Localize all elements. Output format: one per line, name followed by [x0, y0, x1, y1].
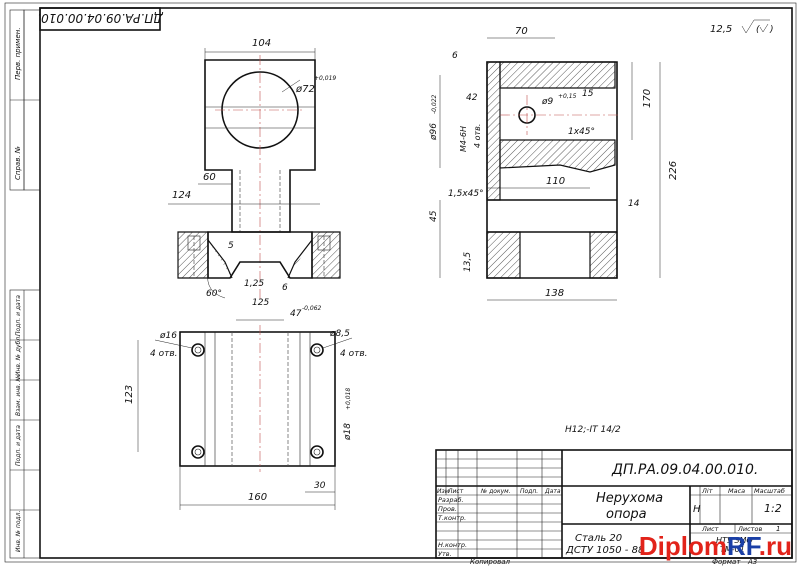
- plan-dim-d8-5: ø8,5: [329, 329, 350, 339]
- col-header-2: № докум.: [480, 488, 511, 495]
- sec-dim-170: 170: [642, 89, 653, 108]
- dim-47: 47: [290, 309, 302, 319]
- svg-text:(: (: [756, 25, 760, 35]
- sec-dim-13-5: 13,5: [463, 252, 473, 272]
- sheets-value: 1: [776, 525, 780, 533]
- role-2: Т.контр.: [438, 514, 466, 522]
- dim-bore: ø72: [295, 84, 315, 95]
- scale-header: Масштаб: [754, 487, 785, 495]
- col-header-3: Подп.: [520, 488, 538, 495]
- sec-dim-chamfer-1: 1х45°: [568, 127, 595, 137]
- sec-dim-d96-tol: -0,022: [431, 94, 438, 114]
- mass-header: Маса: [728, 487, 745, 495]
- org-group: ТМ-01: [720, 545, 745, 554]
- sheet-label: Лист: [701, 525, 719, 533]
- col-header-4: Дата: [544, 488, 561, 495]
- plan-view: ø16 4 отв. ø8,5 4 отв. 123 ø18 +0,018 16…: [124, 325, 368, 510]
- org-name: НТУ ЗМО: [716, 536, 753, 545]
- sec-dim-110: 110: [546, 176, 565, 187]
- format-value: А3: [747, 558, 757, 566]
- brand-part2: RF: [726, 531, 759, 561]
- dim-60: 60: [203, 172, 216, 183]
- outer-frame: [4, 2, 797, 563]
- inner-frame: [39, 7, 793, 559]
- sec-dim-hole-tol: +0,15: [558, 93, 577, 100]
- col-header-1: Лист: [447, 488, 464, 495]
- dim-angle-60: 60°: [206, 289, 222, 299]
- plan-dim-d18: ø18: [343, 423, 353, 441]
- col-header-0: Изм: [437, 488, 450, 495]
- plan-dim-123: 123: [124, 385, 135, 404]
- dim-5: 5: [228, 241, 234, 251]
- lit-value: Н: [693, 504, 701, 515]
- roughness-check-small-icon: [759, 23, 769, 33]
- sec-dim-138: 138: [545, 288, 564, 299]
- diplomrf-logo: DiplomRF.ru: [639, 531, 792, 562]
- sec-dim-45: 45: [429, 210, 439, 222]
- side-label-1: Справ. №: [14, 146, 22, 180]
- sec-dim-hole: ø9: [541, 97, 554, 107]
- plan-dim-30: 30: [314, 481, 326, 491]
- title-block: ДП.РА.09.04.00.010. Изм Лист № докум. По…: [435, 449, 793, 559]
- plan-dim-d16: ø16: [159, 331, 177, 341]
- dim-124: 124: [172, 190, 191, 201]
- title-code: ДП.РА.09.04.00.010.: [611, 462, 758, 478]
- sec-dim-42: 42: [466, 93, 478, 103]
- side-label-5: Подп. и дата: [15, 425, 22, 466]
- plan-dim-4-holes: 4 отв.: [150, 349, 178, 359]
- lit-header: Літ: [701, 487, 713, 495]
- dim-6: 6: [282, 283, 288, 293]
- tolerance-note: H12;-IT 14/2: [565, 425, 621, 435]
- role-1: Пров.: [438, 505, 457, 513]
- sec-dim-15: 15: [582, 89, 594, 99]
- part-name-line1: Нерухома: [596, 491, 663, 506]
- sec-dim-6: 6: [452, 51, 458, 61]
- svg-text:): ): [769, 25, 774, 35]
- side-label-0: Перв. примен.: [14, 27, 22, 80]
- dim-1-25: 1,25: [244, 279, 264, 289]
- role-3: Н.контр.: [438, 541, 467, 549]
- roughness-check-icon: [741, 19, 770, 34]
- plan-dim-d18-tol: +0,018: [345, 388, 352, 410]
- brand-part3: .ru: [758, 531, 792, 561]
- dim-125: 125: [252, 298, 269, 308]
- side-label-2: Подп. и дата: [15, 295, 22, 336]
- sec-dim-4-holes: 4 отв.: [473, 124, 482, 148]
- sec-dim-chamfer-2: 1,5х45°: [448, 189, 484, 199]
- sec-dim-d96: ø96: [429, 123, 439, 141]
- sheets-label: Листов: [737, 525, 762, 533]
- section-view: 70 6 42 ø9 +0,15 15 170 226 ø96 -0,022 М…: [429, 26, 679, 301]
- dim-top-width: 104: [252, 38, 271, 49]
- copied-label: Копировал: [470, 558, 511, 566]
- dim-bore-tol: +0,019: [314, 75, 336, 82]
- scale-value: 1:2: [764, 502, 782, 515]
- material-line2: ДСТУ 1050 - 88: [565, 545, 644, 556]
- front-view: 104 ø72 +0,019 60 124 5 60° 1,25 6 125 4…: [168, 38, 341, 321]
- roughness-sign: 12,5 ( ): [710, 19, 774, 35]
- sec-dim-226: 226: [668, 161, 679, 180]
- side-label-3: Инв. № дубл.: [15, 335, 22, 376]
- sec-dim-m4: М4-6Н: [459, 126, 468, 152]
- roughness-value: 12,5: [710, 24, 732, 35]
- part-name-line2: опора: [606, 507, 647, 522]
- material-line1: Сталь 20: [575, 533, 622, 544]
- side-label-4: Взам. инв. №: [15, 375, 22, 416]
- brand-part1: Diplom: [638, 531, 727, 561]
- role-0: Разраб.: [438, 496, 464, 504]
- stamp-code: ДП.РА.09.04.00.010.: [37, 11, 163, 25]
- dim-47-tol: -0,062: [302, 305, 322, 312]
- role-4: Утв.: [438, 550, 452, 558]
- side-label-6: Инв. № подл.: [15, 511, 22, 552]
- sec-dim-14: 14: [628, 199, 640, 209]
- format-label: Формат: [712, 558, 741, 566]
- sec-dim-70: 70: [515, 26, 528, 37]
- plan-dim-160: 160: [248, 492, 267, 503]
- side-strip: Перв. примен. Справ. № Подп. и дата Инв.…: [9, 9, 41, 559]
- top-stamp: ДП.РА.09.04.00.010.: [37, 7, 164, 31]
- plan-dim-4-holes-2: 4 отв.: [340, 349, 368, 359]
